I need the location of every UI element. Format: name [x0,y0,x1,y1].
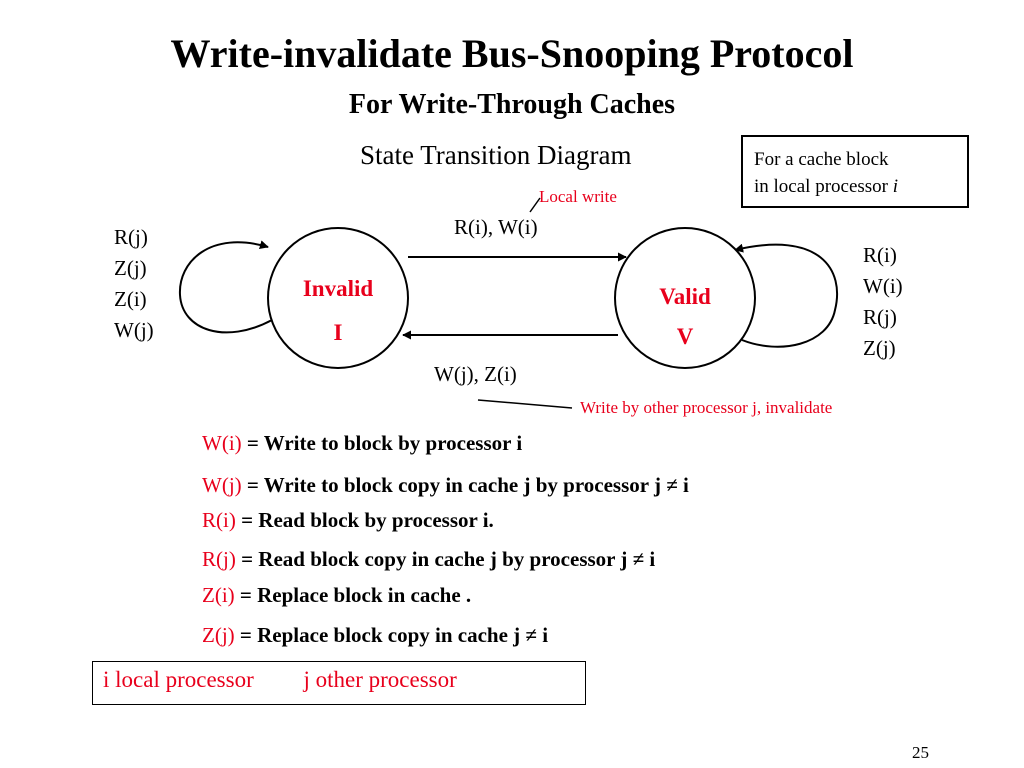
slide-title: Write-invalidate Bus-Snooping Protocol [170,31,854,76]
invalid-state-name: Invalid [303,276,374,301]
definition-row: Z(j) = Replace block copy in cache j ≠ i [202,623,549,647]
invalidate-annotation: Write by other processor j, invalidate [580,398,833,417]
invalidate-pointer [477,399,573,409]
invalid-to-valid-label: R(i), W(i) [454,215,538,239]
valid-state [614,227,756,369]
valid-state-name: Valid [659,284,711,309]
context-box: For a cache block in local processor i [741,135,969,208]
valid-loop-label: R(j) [863,305,897,329]
slide-subtitle: For Write-Through Caches [348,89,676,120]
valid-to-invalid-label: W(j), Z(i) [434,362,517,386]
invalid-self-loop [178,240,273,334]
valid-loop-label: W(i) [863,274,903,298]
context-line-1: For a cache block [754,149,889,170]
definition-row: R(i) = Read block by processor i. [202,508,494,532]
local-write-annotation: Local write [539,187,617,206]
definition-row: R(j) = Read block copy in cache j by pro… [202,547,656,571]
context-processor-symbol: i [892,176,899,197]
legend-box: i local processor j other processor [92,661,586,705]
valid-state-symbol: V [677,324,694,349]
context-line-2: in local processor i [754,176,899,197]
valid-loop-label: Z(j) [863,336,896,360]
valid-loop-label: R(i) [863,243,897,267]
definition-row: W(j) = Write to block copy in cache j by… [202,473,689,497]
invalid-loop-label: R(j) [114,225,148,249]
valid-self-loop-labels: R(i) W(i) R(j) Z(j) [863,240,903,364]
definition-row: Z(i) = Replace block in cache . [202,583,472,607]
diagram-label: State Transition Diagram [360,140,632,170]
legend-other-processor: j other processor [303,667,457,692]
invalid-loop-label: W(j) [114,318,154,342]
page-number: 25 [912,743,929,762]
invalid-loop-label: Z(j) [114,256,147,280]
invalid-loop-label: Z(i) [114,287,147,311]
legend-local-processor: i local processor [103,667,254,692]
invalid-self-loop-labels: R(j) Z(j) Z(i) W(j) [114,222,154,346]
valid-self-loop [734,243,839,348]
local-write-pointer [529,197,541,213]
definition-row: W(i) = Write to block by processor i [202,431,523,455]
invalid-state [267,227,409,369]
invalid-state-symbol: I [334,320,343,345]
